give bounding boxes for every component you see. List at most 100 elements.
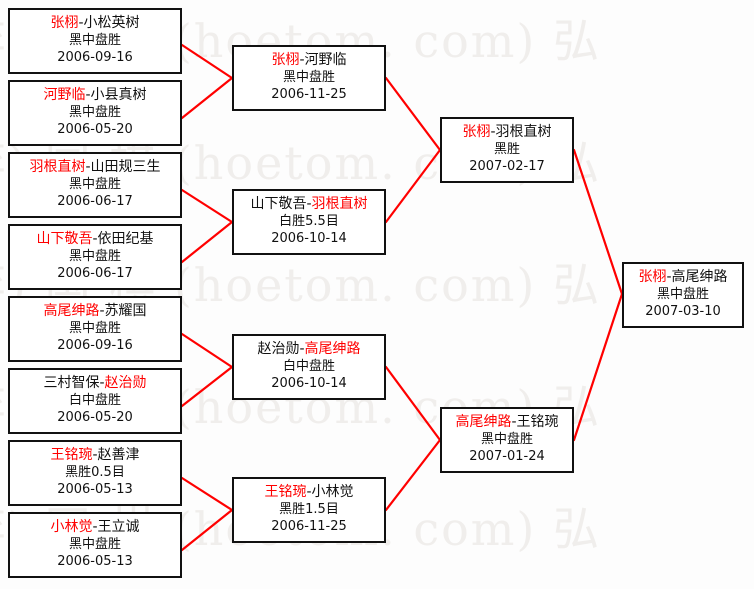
name-separator: -	[85, 87, 91, 104]
match-date: 2006-10-14	[271, 230, 347, 246]
match-box-r1m5[interactable]: 高尾绅路-苏耀国 黑中盘胜 2006-09-16	[8, 296, 182, 362]
name-separator: -	[666, 269, 672, 286]
match-date: 2006-09-16	[57, 337, 133, 353]
loser-name: 小松英树	[83, 15, 140, 32]
connector-r1m3-to-r2m2	[180, 188, 234, 224]
match-result: 黑中盘胜	[480, 431, 533, 447]
match-date: 2006-06-17	[57, 265, 133, 281]
winner-name: 高尾绅路	[455, 414, 512, 431]
loser-name: 山下敬吾	[250, 196, 307, 213]
match-box-r1m1[interactable]: 张栩-小松英树 黑中盘胜 2006-09-16	[8, 8, 182, 74]
name-separator: -	[92, 447, 98, 464]
connector-r2m3-to-sf2	[384, 365, 442, 442]
match-date: 2006-10-14	[271, 375, 347, 391]
winner-name: 高尾绅路	[304, 341, 361, 358]
name-separator: -	[306, 484, 312, 501]
loser-name: 高尾绅路	[671, 269, 728, 286]
match-result: 黑中盘胜	[68, 32, 121, 48]
winner-name: 张栩	[638, 269, 667, 286]
match-players: 山下敬吾-羽根直树	[250, 196, 367, 214]
match-box-r1m3[interactable]: 羽根直树-山田规三生 黑中盘胜 2006-06-17	[8, 152, 182, 218]
match-players: 高尾绅路-王铭琬	[455, 414, 558, 432]
winner-name: 张栩	[462, 124, 491, 141]
match-box-r2m1[interactable]: 张栩-河野临 黑中盘胜 2006-11-25	[232, 45, 386, 111]
match-players: 王铭琬-小林觉	[264, 484, 353, 502]
match-box-sf1[interactable]: 张栩-羽根直树 黑胜 2007-02-17	[440, 117, 574, 183]
name-separator: -	[85, 159, 91, 176]
match-box-r2m4[interactable]: 王铭琬-小林觉 黑胜1.5目 2006-11-25	[232, 477, 386, 543]
loser-name: 小县真树	[90, 87, 147, 104]
winner-name: 山下敬吾	[36, 231, 93, 248]
match-box-r1m7[interactable]: 王铭琬-赵善津 黑胜0.5目 2006-05-13	[8, 440, 182, 506]
connector-r2m1-to-sf1	[384, 76, 442, 152]
loser-name: 依田纪基	[97, 231, 154, 248]
match-box-r1m2[interactable]: 河野临-小县真树 黑中盘胜 2006-05-20	[8, 80, 182, 146]
loser-name: 赵善津	[97, 447, 140, 464]
winner-name: 河野临	[43, 87, 86, 104]
winner-name: 王铭琬	[50, 447, 93, 464]
match-players: 山下敬吾-依田纪基	[36, 231, 153, 249]
loser-name: 苏耀国	[104, 303, 147, 320]
match-date: 2006-05-13	[57, 553, 133, 569]
match-players: 张栩-河野临	[271, 52, 346, 70]
loser-name: 赵治勋	[257, 341, 300, 358]
match-players: 高尾绅路-苏耀国	[43, 303, 146, 321]
match-date: 2006-11-25	[271, 518, 347, 534]
match-players: 张栩-高尾绅路	[638, 269, 727, 287]
loser-name: 山田规三生	[90, 159, 161, 176]
match-result: 黑中盘胜	[282, 69, 335, 85]
winner-name: 小林觉	[50, 519, 93, 536]
match-players: 张栩-小松英树	[50, 15, 139, 33]
connector-r1m7-to-r2m4	[180, 476, 234, 512]
connector-r1m1-to-r2m1	[180, 43, 234, 80]
match-box-final[interactable]: 张栩-高尾绅路 黑中盘胜 2007-03-10	[622, 262, 744, 328]
connector-r2m2-to-sf1	[384, 148, 442, 224]
match-players: 河野临-小县真树	[43, 87, 146, 105]
loser-name: 三村智保	[43, 375, 100, 392]
winner-name: 王铭琬	[264, 484, 307, 501]
match-box-sf2[interactable]: 高尾绅路-王铭琬 黑中盘胜 2007-01-24	[440, 407, 574, 473]
match-box-r1m6[interactable]: 三村智保-赵治勋 白中盘胜 2006-05-20	[8, 368, 182, 434]
loser-name: 小林觉	[311, 484, 354, 501]
match-box-r1m8[interactable]: 小林觉-王立诚 黑中盘胜 2006-05-13	[8, 512, 182, 578]
match-result: 黑中盘胜	[68, 320, 121, 336]
match-date: 2007-02-17	[469, 158, 545, 174]
match-result: 白胜5.5目	[279, 213, 339, 229]
match-result: 黑中盘胜	[68, 176, 121, 192]
winner-name: 羽根直树	[29, 159, 86, 176]
name-separator: -	[99, 303, 105, 320]
match-date: 2006-05-13	[57, 481, 133, 497]
name-separator: -	[490, 124, 496, 141]
name-separator: -	[299, 341, 305, 358]
match-box-r1m4[interactable]: 山下敬吾-依田纪基 黑中盘胜 2006-06-17	[8, 224, 182, 290]
match-players: 王铭琬-赵善津	[50, 447, 139, 465]
winner-name: 高尾绅路	[43, 303, 100, 320]
connector-r1m6-to-r2m3	[180, 365, 234, 408]
connector-r2m4-to-sf2	[384, 438, 442, 512]
loser-name: 河野临	[304, 52, 347, 69]
name-separator: -	[99, 375, 105, 392]
match-result: 黑中盘胜	[68, 536, 121, 552]
winner-name: 张栩	[271, 52, 300, 69]
match-box-r2m2[interactable]: 山下敬吾-羽根直树 白胜5.5目 2006-10-14	[232, 189, 386, 255]
name-separator: -	[306, 196, 312, 213]
connector-sf1-to-final	[572, 148, 624, 296]
match-result: 黑胜1.5目	[279, 501, 339, 517]
match-result: 黑胜	[493, 141, 520, 157]
loser-name: 王立诚	[97, 519, 140, 536]
loser-name: 羽根直树	[495, 124, 552, 141]
match-players: 小林觉-王立诚	[50, 519, 139, 537]
connector-r1m8-to-r2m4	[180, 508, 234, 552]
match-result: 白中盘胜	[68, 392, 121, 408]
connector-r1m2-to-r2m1	[180, 76, 234, 120]
name-separator: -	[78, 15, 84, 32]
name-separator: -	[299, 52, 305, 69]
match-players: 羽根直树-山田规三生	[29, 159, 160, 177]
match-players: 三村智保-赵治勋	[43, 375, 146, 393]
match-box-r2m3[interactable]: 赵治勋-高尾绅路 白中盘胜 2006-10-14	[232, 334, 386, 400]
match-date: 2007-01-24	[469, 448, 545, 464]
connector-r1m4-to-r2m2	[180, 220, 234, 264]
name-separator: -	[511, 414, 517, 431]
winner-name: 赵治勋	[104, 375, 147, 392]
